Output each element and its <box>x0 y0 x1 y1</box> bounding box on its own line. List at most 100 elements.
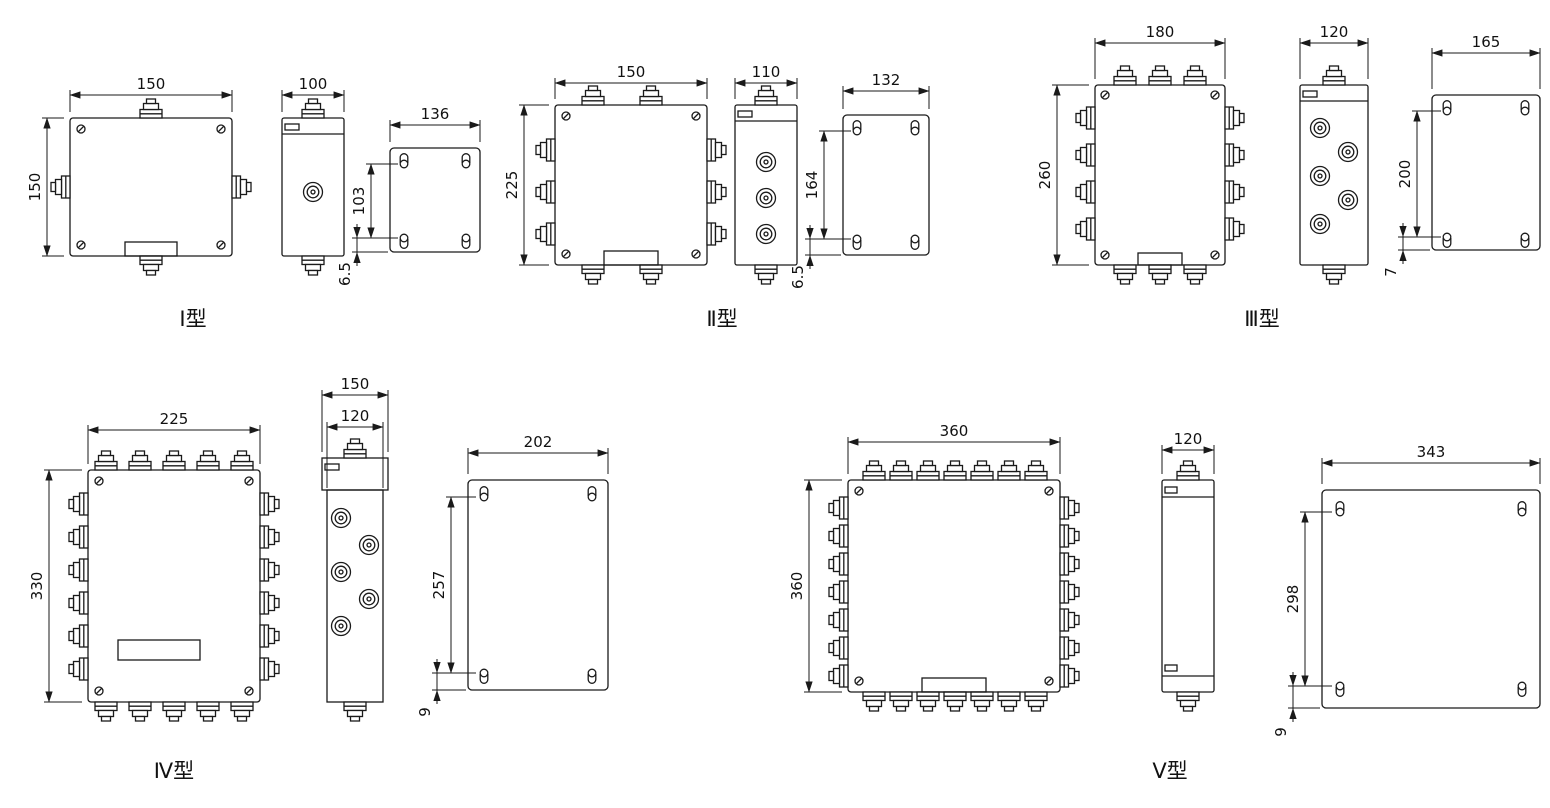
type-2-front-height-dim: 225 <box>503 104 549 266</box>
mounting-ear <box>852 120 862 136</box>
dim-label: 9 <box>416 707 434 717</box>
cable-gland <box>754 264 778 285</box>
hinge-detail <box>1302 90 1318 98</box>
mounting-ear <box>1517 501 1527 517</box>
cable-gland <box>68 591 89 615</box>
enclosure-body <box>1161 479 1215 693</box>
cable-gland <box>970 460 994 481</box>
cable-gland <box>754 85 778 106</box>
dim-label: 150 <box>26 173 44 202</box>
type-4-group: 225 330 150 120 <box>28 375 609 783</box>
dim-label: 7 <box>1382 267 1400 277</box>
cable-gland <box>343 701 367 722</box>
cable-gland <box>828 496 849 520</box>
corner-screw <box>94 476 104 486</box>
cable-gland <box>1224 180 1245 204</box>
mounting-ear <box>1335 681 1345 697</box>
cable-gland <box>1183 264 1207 285</box>
type-3-back-width-dim: 165 <box>1431 33 1541 89</box>
dim-label: 132 <box>872 71 901 89</box>
cable-gland <box>259 492 280 516</box>
dim-label: 260 <box>1036 161 1054 190</box>
dim-label: 9 <box>1272 727 1290 737</box>
corner-screw <box>216 124 226 134</box>
type-3-side-view <box>1299 65 1369 285</box>
gland-face <box>358 534 380 556</box>
gland-face <box>330 561 352 583</box>
cable-gland <box>94 701 118 722</box>
cable-gland <box>162 450 186 471</box>
cable-gland <box>1224 106 1245 130</box>
dim-label: 6.5 <box>789 265 807 289</box>
cable-gland <box>50 175 71 199</box>
cable-gland <box>1075 143 1096 167</box>
type-5-front-height-dim: 360 <box>788 479 842 693</box>
cable-gland <box>1024 460 1048 481</box>
cable-gland <box>259 558 280 582</box>
mounting-ear <box>479 668 489 684</box>
dim-label: 120 <box>1320 23 1349 41</box>
dim-label: 150 <box>341 375 370 393</box>
dim-label: 180 <box>1146 23 1175 41</box>
cable-gland <box>1148 65 1172 86</box>
cable-gland <box>1024 691 1048 712</box>
cable-gland <box>916 460 940 481</box>
type-1-side-view <box>281 98 345 276</box>
corner-screw <box>244 476 254 486</box>
corner-screw <box>1044 486 1054 496</box>
cable-gland <box>639 264 663 285</box>
dim-label: 103 <box>350 187 368 216</box>
cable-gland <box>128 450 152 471</box>
gland-face <box>1337 189 1359 211</box>
mounting-ear <box>852 234 862 250</box>
cable-gland <box>706 222 727 246</box>
mounting-ear <box>1517 681 1527 697</box>
hinge-detail <box>324 463 340 471</box>
cable-gland <box>68 525 89 549</box>
mounting-ear <box>461 153 471 169</box>
hinge-detail <box>737 110 753 118</box>
type-4-back-height-dim: 257 <box>430 496 476 674</box>
gland-face <box>358 588 380 610</box>
gland-face <box>1337 141 1359 163</box>
dim-label: 257 <box>430 571 448 600</box>
dim-label: 164 <box>803 171 821 200</box>
type-3-front-width-dim: 180 <box>1094 23 1226 79</box>
type-3-group: 180 260 120 165 <box>1036 23 1541 331</box>
cable-gland <box>1322 65 1346 86</box>
type-1-back-width-dim: 136 <box>389 105 481 142</box>
mounting-ear <box>399 153 409 169</box>
dim-label: 225 <box>503 171 521 200</box>
type-4-front-view <box>68 450 280 722</box>
type-2-back-offset-dim: 6.5 <box>789 225 841 289</box>
cable-gland <box>828 552 849 576</box>
cable-gland <box>862 691 886 712</box>
cable-gland <box>1059 664 1080 688</box>
nameplate <box>1137 252 1183 266</box>
hinge-detail <box>1164 664 1178 672</box>
type-3-side-width-dim: 120 <box>1299 23 1369 79</box>
nameplate <box>117 639 201 661</box>
type-1-label: Ⅰ型 <box>179 307 206 331</box>
enclosure-body <box>87 469 261 703</box>
cable-gland <box>889 691 913 712</box>
cable-gland <box>1224 143 1245 167</box>
mounting-ear <box>1335 501 1345 517</box>
corner-screw <box>691 249 701 259</box>
type-5-side-view <box>1161 460 1215 712</box>
corner-screw <box>216 240 226 250</box>
cable-gland <box>68 657 89 681</box>
corner-screw <box>854 486 864 496</box>
dim-label: 120 <box>341 407 370 425</box>
type-2-front-view <box>535 85 727 285</box>
cable-gland <box>639 85 663 106</box>
cable-gland <box>1059 580 1080 604</box>
gland-face <box>755 223 777 245</box>
corner-screw <box>76 240 86 250</box>
corner-screw <box>1100 90 1110 100</box>
corner-screw <box>76 124 86 134</box>
dim-label: 100 <box>299 75 328 93</box>
cable-gland <box>916 691 940 712</box>
dim-label: 120 <box>1174 430 1203 448</box>
cable-gland <box>1224 217 1245 241</box>
